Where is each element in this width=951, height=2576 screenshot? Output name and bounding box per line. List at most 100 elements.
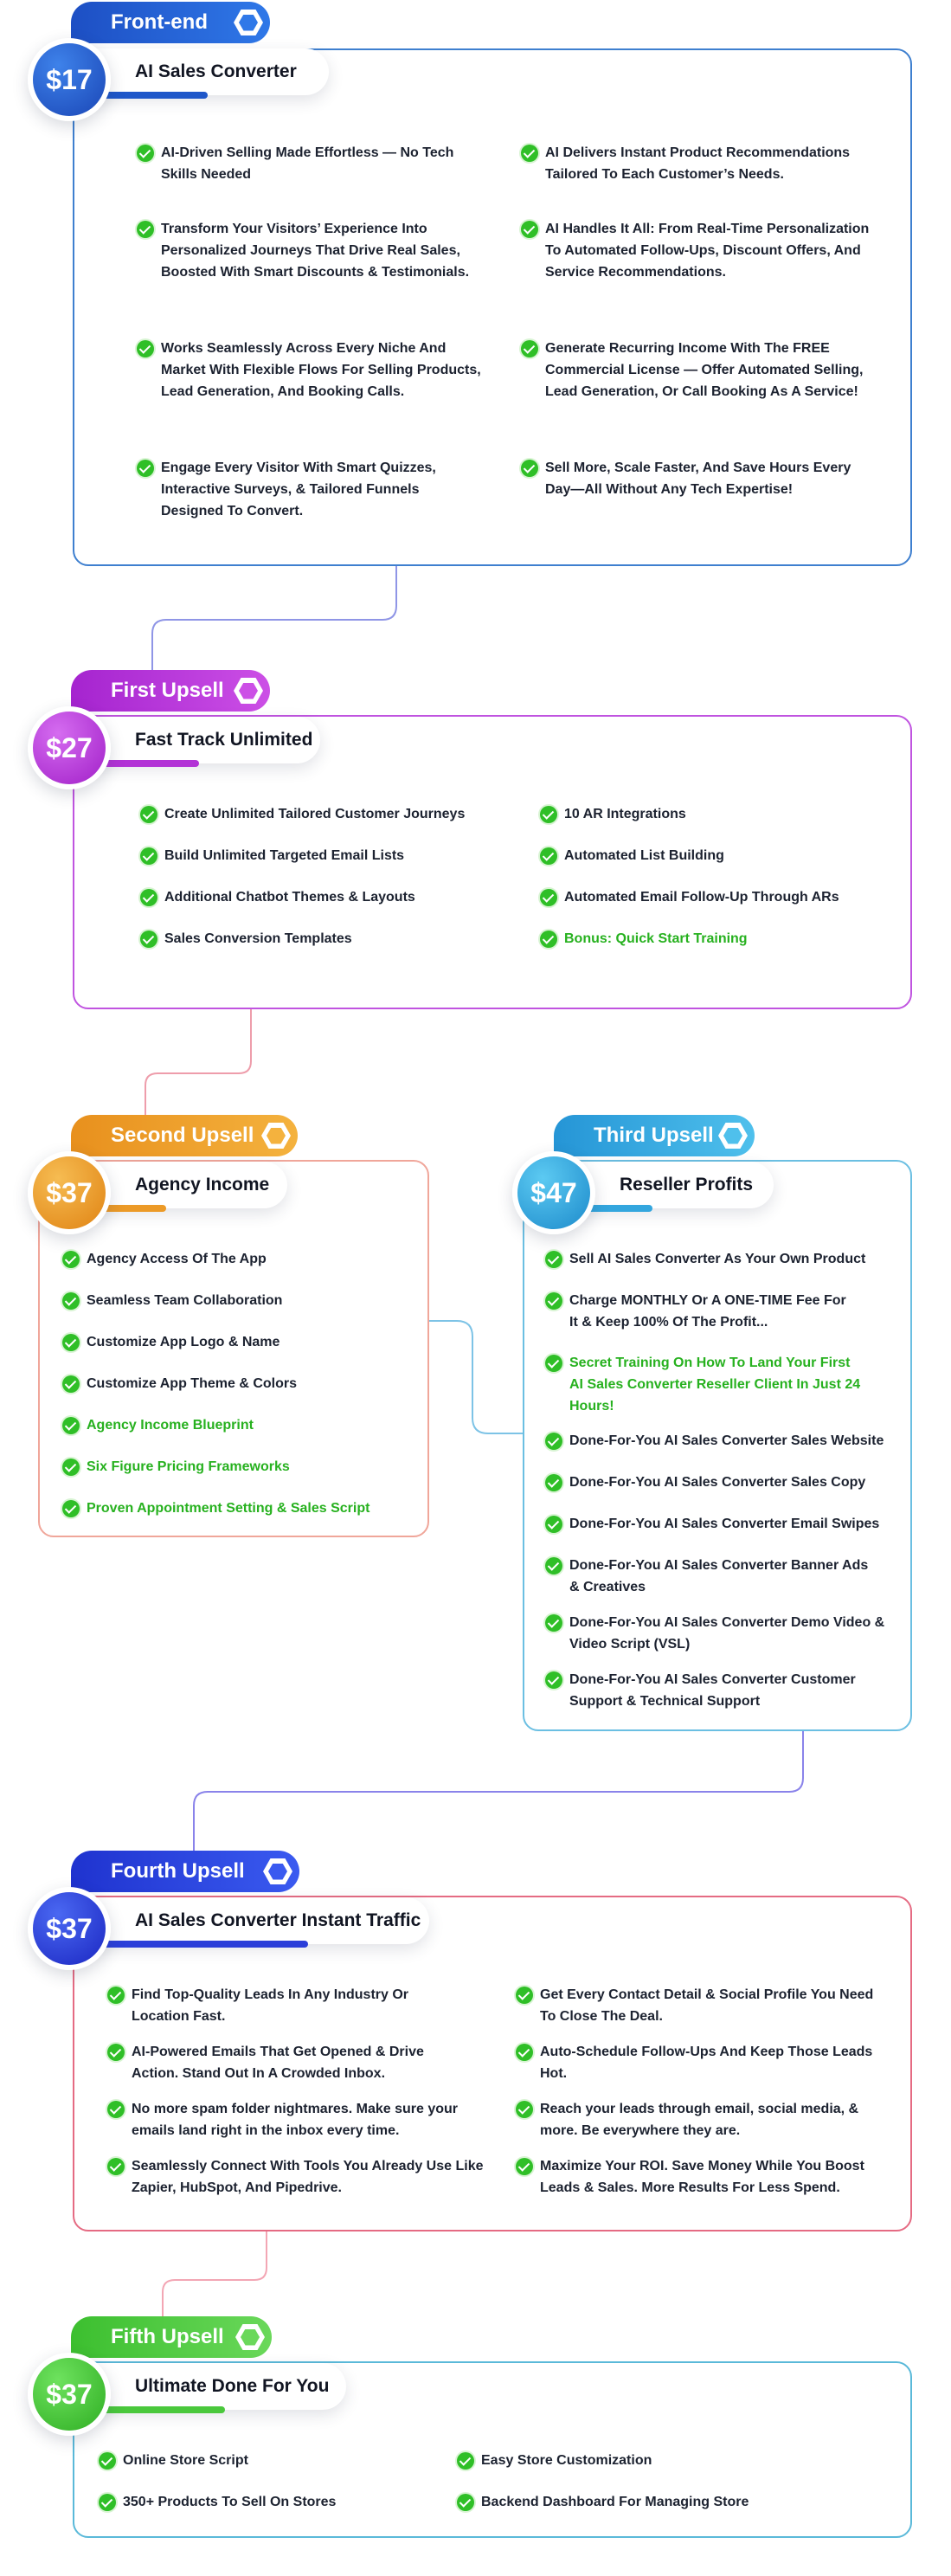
offer-card xyxy=(523,1160,912,1731)
feature-item: Six Figure Pricing Frameworks xyxy=(62,1456,415,1478)
feature-item: Sales Conversion Templates xyxy=(140,928,511,950)
offer-card xyxy=(73,715,912,1009)
feature-item: Reach your leads through email, social m… xyxy=(516,2098,886,2141)
product-name: Agency Income xyxy=(135,1175,270,1195)
check-icon xyxy=(107,1987,125,2004)
check-icon xyxy=(137,145,154,162)
price-badge: $47 xyxy=(512,1151,595,1234)
check-icon xyxy=(140,847,157,865)
check-icon xyxy=(137,221,154,238)
offer-tab: Second Upsell xyxy=(71,1115,298,1156)
check-icon xyxy=(521,145,538,162)
feature-item: 350+ Products To Sell On Stores xyxy=(99,2491,452,2513)
check-icon xyxy=(545,1251,562,1268)
check-icon xyxy=(140,806,157,823)
check-icon xyxy=(540,847,557,865)
feature-item: Generate Recurring Income With The FREE … xyxy=(521,338,874,402)
feature-item: Sell AI Sales Converter As Your Own Prod… xyxy=(545,1248,898,1270)
check-icon xyxy=(140,889,157,906)
offer-tab-label: Front-end xyxy=(111,10,208,34)
offer-tab-label: Third Upsell xyxy=(594,1124,714,1147)
check-icon xyxy=(545,1474,562,1491)
check-icon xyxy=(107,2158,125,2175)
product-name: Fast Track Unlimited xyxy=(135,730,313,750)
check-icon xyxy=(521,221,538,238)
feature-item: Customize App Logo & Name xyxy=(62,1331,415,1353)
product-name: Reseller Profits xyxy=(620,1175,754,1195)
offer-tab-label: Fifth Upsell xyxy=(111,2325,224,2348)
feature-item: Engage Every Visitor With Smart Quizzes,… xyxy=(137,457,481,522)
hexagon-icon xyxy=(234,678,263,704)
feature-item: Build Unlimited Targeted Email Lists xyxy=(140,845,511,866)
feature-item: No more spam folder nightmares. Make sur… xyxy=(107,2098,495,2141)
offer-tab-label: Second Upsell xyxy=(111,1124,254,1147)
offer-card xyxy=(73,1896,912,2231)
offer-card xyxy=(73,48,912,566)
offer-tab-label: First Upsell xyxy=(111,679,224,702)
feature-item: AI Delivers Instant Product Recommendati… xyxy=(521,142,874,185)
check-icon xyxy=(540,806,557,823)
feature-item: Additional Chatbot Themes & Layouts xyxy=(140,886,511,908)
feature-item: Seamless Team Collaboration xyxy=(62,1290,415,1311)
check-icon xyxy=(137,460,154,477)
feature-item: AI Handles It All: From Real-Time Person… xyxy=(521,218,874,283)
feature-item: Done-For-You AI Sales Converter Email Sw… xyxy=(545,1513,903,1535)
check-icon xyxy=(62,1251,80,1268)
feature-item: Agency Access Of The App xyxy=(62,1248,415,1270)
check-icon xyxy=(540,889,557,906)
hexagon-icon xyxy=(234,10,263,35)
check-icon xyxy=(521,460,538,477)
hexagon-icon xyxy=(263,1858,292,1884)
offer-tab: Fourth Upsell xyxy=(71,1851,299,1892)
feature-item: Done-For-You AI Sales Converter Sales Co… xyxy=(545,1472,903,1493)
feature-item: Charge MONTHLY Or A ONE-TIME Fee For It … xyxy=(545,1290,855,1333)
feature-item: Automated Email Follow-Up Through ARs xyxy=(540,886,876,908)
feature-item: Create Unlimited Tailored Customer Journ… xyxy=(140,803,511,825)
feature-item: Get Every Contact Detail & Social Profil… xyxy=(516,1984,886,2027)
price-badge: $37 xyxy=(28,1887,111,1970)
check-icon xyxy=(545,1557,562,1575)
check-icon xyxy=(457,2452,474,2470)
feature-item: Maximize Your ROI. Save Money While You … xyxy=(516,2155,886,2199)
feature-item: Proven Appointment Setting & Sales Scrip… xyxy=(62,1497,415,1519)
product-name: AI Sales Converter Instant Traffic xyxy=(135,1910,421,1930)
check-icon xyxy=(545,1292,562,1310)
feature-item: AI-Powered Emails That Get Opened & Driv… xyxy=(107,2041,469,2084)
feature-item: Automated List Building xyxy=(540,845,876,866)
check-icon xyxy=(62,1459,80,1476)
offer-tab: First Upsell xyxy=(71,670,270,712)
feature-item: AI-Driven Selling Made Effortless — No T… xyxy=(137,142,481,185)
check-icon xyxy=(545,1355,562,1372)
hexagon-icon xyxy=(261,1123,291,1149)
feature-item: Done-For-You AI Sales Converter Customer… xyxy=(545,1669,890,1712)
feature-item: Done-For-You AI Sales Converter Banner A… xyxy=(545,1555,881,1598)
hexagon-icon xyxy=(235,2324,265,2350)
check-icon xyxy=(140,931,157,948)
feature-item: Bonus: Quick Start Training xyxy=(540,928,876,950)
feature-item: Customize App Theme & Colors xyxy=(62,1373,415,1394)
offer-tab: Fifth Upsell xyxy=(71,2316,272,2358)
check-icon xyxy=(99,2494,116,2511)
price-badge: $37 xyxy=(28,2353,111,2436)
check-icon xyxy=(107,2101,125,2118)
feature-item: Done-For-You AI Sales Converter Sales We… xyxy=(545,1430,903,1452)
check-icon xyxy=(137,340,154,357)
check-icon xyxy=(545,1671,562,1689)
check-icon xyxy=(545,1516,562,1533)
check-icon xyxy=(521,340,538,357)
check-icon xyxy=(545,1433,562,1450)
feature-item: Agency Income Blueprint xyxy=(62,1414,415,1436)
offer-tab-label: Fourth Upsell xyxy=(111,1859,245,1883)
feature-item: Easy Store Customization xyxy=(457,2450,827,2471)
feature-item: 10 AR Integrations xyxy=(540,803,876,825)
feature-item: Seamlessly Connect With Tools You Alread… xyxy=(107,2155,486,2199)
check-icon xyxy=(516,2158,533,2175)
feature-item: Works Seamlessly Across Every Niche And … xyxy=(137,338,481,402)
feature-item: Done-For-You AI Sales Converter Demo Vid… xyxy=(545,1612,890,1655)
check-icon xyxy=(545,1614,562,1632)
feature-item: Sell More, Scale Faster, And Save Hours … xyxy=(521,457,874,500)
check-icon xyxy=(540,931,557,948)
check-icon xyxy=(62,1334,80,1351)
product-name: AI Sales Converter xyxy=(135,61,297,81)
product-name: Ultimate Done For You xyxy=(135,2376,330,2396)
